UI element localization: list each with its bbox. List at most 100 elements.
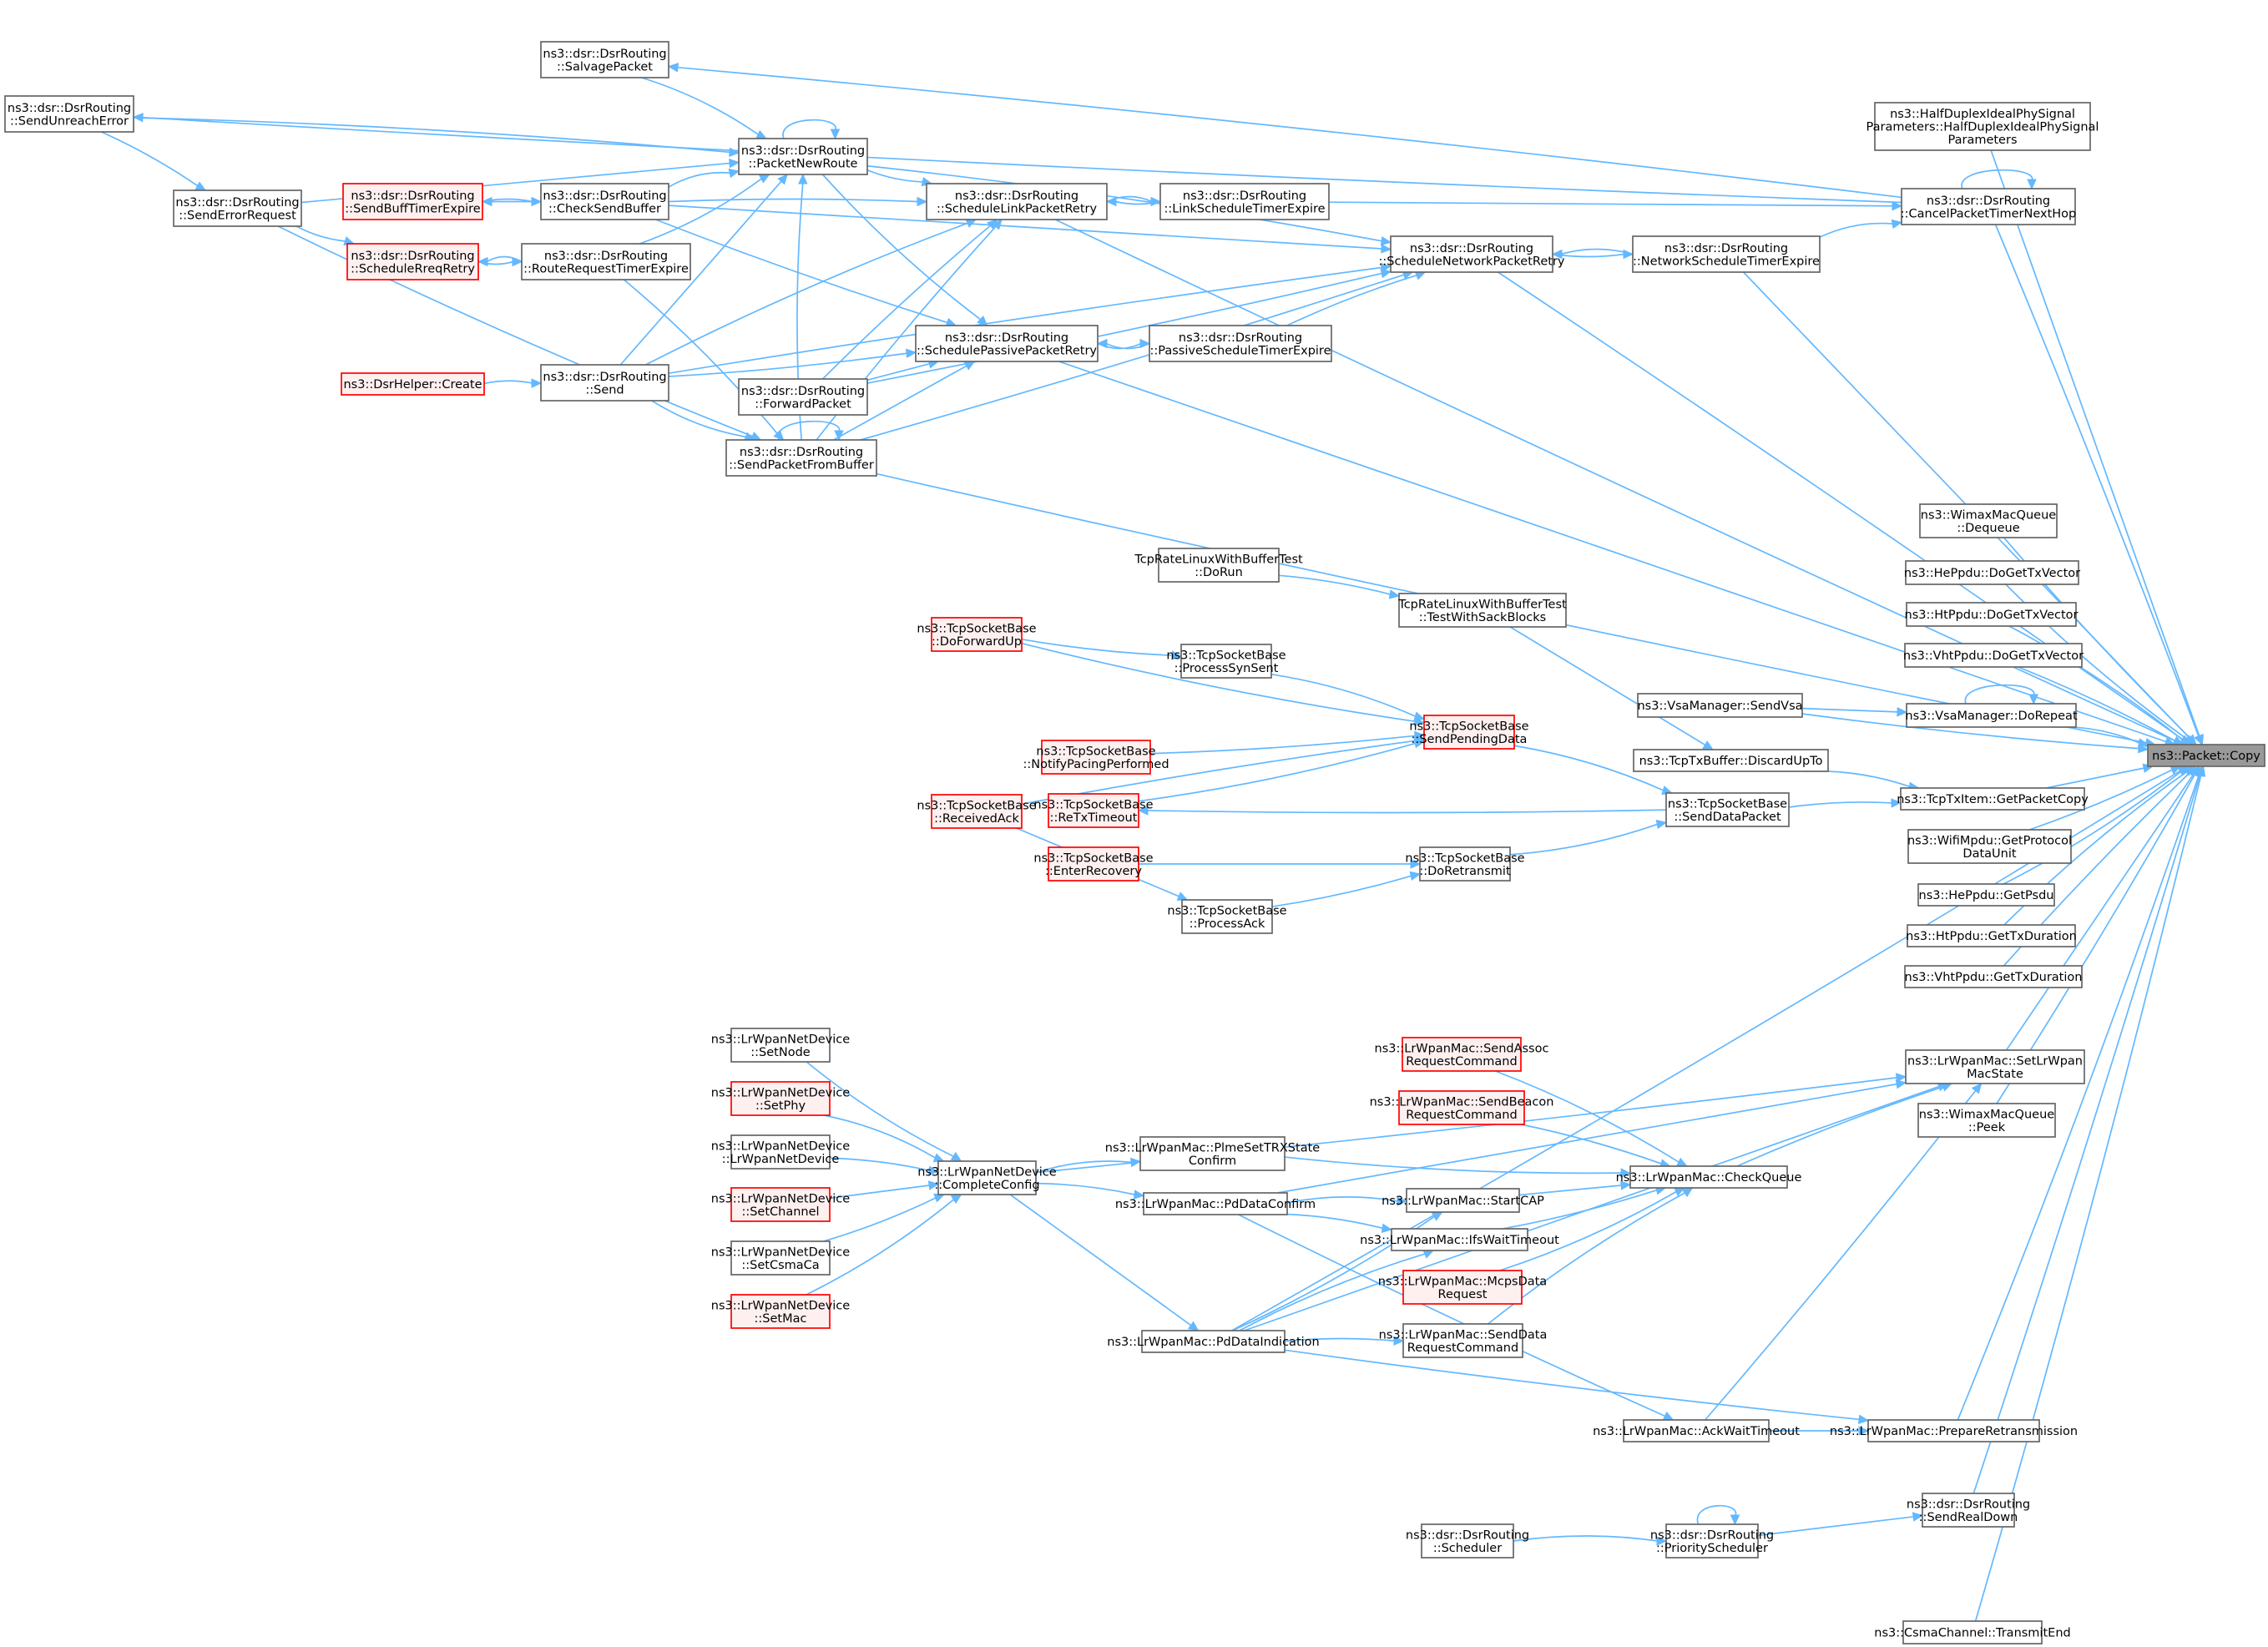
node-dsr-send-real-down[interactable]: ns3::dsr::DsrRouting::SendRealDown <box>1907 1493 2030 1528</box>
edge-vsaSendVsa-to-copy <box>1801 713 2140 750</box>
node-label: ::Peek <box>1968 1121 2006 1134</box>
node-send-unreach-error[interactable]: ns3::dsr::DsrRouting::SendUnreachError <box>4 95 134 133</box>
node-pd-data-indication[interactable]: ns3::LrWpanMac::PdDataIndication <box>1107 1330 1320 1353</box>
node-tcp-notify-pacing[interactable]: ns3::TcpSocketBase::NotifyPacingPerforme… <box>1023 740 1169 775</box>
node-label: ::ScheduleRreqRetry <box>351 262 475 275</box>
node-schedule-rreq-retry[interactable]: ns3::dsr::DsrRouting::ScheduleRreqRetry <box>346 243 479 280</box>
node-box <box>1901 188 2076 225</box>
node-packet-new-route[interactable]: ns3::dsr::DsrRouting::PacketNewRoute <box>738 138 868 175</box>
node-vht-ppdu-do-get-tx-vector[interactable]: ns3::VhtPpdu::DoGetTxVector <box>1903 643 2084 668</box>
node-wimax-peek[interactable]: ns3::WimaxMacQueue::Peek <box>1917 1103 2056 1138</box>
node-box <box>346 243 479 280</box>
node-vht-ppdu-get-tx-duration[interactable]: ns3::VhtPpdu::GetTxDuration <box>1904 965 2083 988</box>
node-label: ns3::LrWpanMac::SendAssoc <box>1375 1042 1549 1055</box>
edge-sendUnreachError-to-sendErrorRequest <box>100 131 199 187</box>
node-lr-set-node[interactable]: ns3::LrWpanNetDevice::SetNode <box>711 1028 851 1063</box>
node-tcp-do-forward-up[interactable]: ns3::TcpSocketBase::DoForwardUp <box>917 617 1037 652</box>
node-start-cap[interactable]: ns3::LrWpanMac::StartCAP <box>1382 1188 1544 1213</box>
node-tcp-process-syn-sent[interactable]: ns3::TcpSocketBase::ProcessSynSent <box>1166 644 1286 679</box>
node-tcp-re-tx-timeout[interactable]: ns3::TcpSocketBase::ReTxTimeout <box>1033 793 1154 828</box>
arrowhead-icon <box>1133 1190 1145 1200</box>
node-passive-schedule-timer-expire[interactable]: ns3::dsr::DsrRouting::PassiveScheduleTim… <box>1149 325 1332 362</box>
node-label: ::EnterRecovery <box>1045 865 1142 878</box>
node-tcp-do-retransmit[interactable]: ns3::TcpSocketBase::DoRetransmit <box>1405 846 1525 882</box>
arrowhead-icon <box>1187 1321 1200 1331</box>
node-box <box>926 183 1108 220</box>
node-route-request-timer-expire[interactable]: ns3::dsr::DsrRouting::RouteRequestTimerE… <box>521 243 691 280</box>
node-tcp-process-ack[interactable]: ns3::TcpSocketBase::ProcessAck <box>1167 899 1287 934</box>
node-tcp-received-ack[interactable]: ns3::TcpSocketBase::ReceivedAck <box>917 794 1037 829</box>
node-send-packet-from-buffer[interactable]: ns3::dsr::DsrRouting::SendPacketFromBuff… <box>725 439 877 477</box>
node-lr-set-mac[interactable]: ns3::LrWpanNetDevice::SetMac <box>711 1294 851 1329</box>
node-label: ::ProcessAck <box>1190 917 1265 931</box>
node-salvage-packet[interactable]: ns3::dsr::DsrRouting::SalvagePacket <box>540 41 669 78</box>
node-lr-set-phy[interactable]: ns3::LrWpanNetDevice::SetPhy <box>711 1081 851 1116</box>
node-ht-ppdu-do-get-tx-vector[interactable]: ns3::HtPpdu::DoGetTxVector <box>1905 602 2079 627</box>
node-schedule-passive-packet-retry[interactable]: ns3::dsr::DsrRouting::SchedulePassivePac… <box>915 325 1099 362</box>
node-he-ppdu-get-psdu[interactable]: ns3::HePpdu::GetPsdu <box>1917 883 2055 907</box>
node-label: ns3::dsr::DsrRouting <box>351 250 474 263</box>
node-check-queue[interactable]: ns3::LrWpanMac::CheckQueue <box>1616 1165 1802 1189</box>
node-lr-complete-config[interactable]: ns3::LrWpanNetDevice::CompleteConfig <box>917 1160 1057 1195</box>
edge-tcpSendPendingData-to-tcpSendDataPacket <box>1513 745 1664 791</box>
node-tcp-send-data-packet[interactable]: ns3::TcpSocketBase::SendDataPacket <box>1665 792 1790 827</box>
node-schedule-link-packet-retry[interactable]: ns3::dsr::DsrRouting::ScheduleLinkPacket… <box>926 183 1108 220</box>
node-label: ::PassiveScheduleTimerExpire <box>1149 344 1331 357</box>
node-tcp-rate-test-with-sack[interactable]: TcpRateLinuxWithBufferTest::TestWithSack… <box>1397 593 1567 628</box>
node-lr-set-channel[interactable]: ns3::LrWpanNetDevice::SetChannel <box>711 1187 851 1222</box>
edge-lrSetMac-to-lrCompleteConfig <box>806 1198 955 1296</box>
node-copy[interactable]: ns3::Packet::Copy <box>2147 744 2265 767</box>
node-send-buff-timer-expire[interactable]: ns3::dsr::DsrRouting::SendBuffTimerExpir… <box>342 183 483 220</box>
edge-pdDataIndication-to-prepareRetransmission <box>1284 1349 1861 1421</box>
node-label: ns3::LrWpanNetDevice <box>917 1165 1057 1179</box>
node-lr-net-device[interactable]: ns3::LrWpanNetDevice::LrWpanNetDevice <box>711 1134 851 1170</box>
edge-dsrScheduler-to-dsrPriorityScheduler <box>1513 1535 1659 1542</box>
node-label: ::Scheduler <box>1433 1542 1502 1555</box>
node-csma-transmit-end[interactable]: ns3::CsmaChannel::TransmitEnd <box>1874 1620 2071 1644</box>
node-label: RequestCommand <box>1406 1109 1517 1122</box>
node-check-send-buffer[interactable]: ns3::dsr::DsrRouting::CheckSendBuffer <box>540 183 669 220</box>
node-forward-packet[interactable]: ns3::dsr::DsrRouting::ForwardPacket <box>738 378 868 416</box>
node-pd-data-confirm[interactable]: ns3::LrWpanMac::PdDataConfirm <box>1115 1192 1316 1215</box>
node-dsr-helper-create[interactable]: ns3::DsrHelper::Create <box>341 372 485 396</box>
node-prepare-retransmission[interactable]: ns3::LrWpanMac::PrepareRetransmission <box>1830 1419 2078 1442</box>
edge-tcpProcessAck-to-tcpDoRetransmit <box>1271 875 1412 907</box>
node-cancel-packet-timer-next-hop[interactable]: ns3::dsr::DsrRouting::CancelPacketTimerN… <box>1901 188 2077 225</box>
node-link-schedule-timer-expire[interactable]: ns3::dsr::DsrRouting::LinkScheduleTimerE… <box>1159 183 1330 220</box>
node-dsr-scheduler[interactable]: ns3::dsr::DsrRouting::Scheduler <box>1406 1523 1529 1559</box>
node-he-ppdu-do-get-tx-vector[interactable]: ns3::HePpdu::DoGetTxVector <box>1904 560 2080 585</box>
node-half-duplex[interactable]: ns3::HalfDuplexIdealPhySignalParameters:… <box>1866 102 2099 151</box>
node-send[interactable]: ns3::dsr::DsrRouting::Send <box>540 364 669 402</box>
edge-sendPacketFromBuffer-to-sendPacketFromBuffer <box>777 420 841 441</box>
node-tcp-rate-do-run[interactable]: TcpRateLinuxWithBufferTest::DoRun <box>1134 548 1303 583</box>
node-vsa-send-vsa[interactable]: ns3::VsaManager::SendVsa <box>1637 693 1803 718</box>
node-label: ns3::LrWpanMac::SendBeacon <box>1370 1095 1554 1109</box>
node-tcp-enter-recovery[interactable]: ns3::TcpSocketBase::EnterRecovery <box>1033 846 1154 882</box>
node-lr-set-csma-ca[interactable]: ns3::LrWpanNetDevice::SetCsmaCa <box>711 1240 851 1276</box>
node-label: TcpRateLinuxWithBufferTest <box>1397 598 1567 611</box>
node-vsa-do-repeat[interactable]: ns3::VsaManager::DoRepeat <box>1905 703 2078 728</box>
node-wimax-dequeue[interactable]: ns3::WimaxMacQueue::Dequeue <box>1919 503 2058 538</box>
node-tcp-tx-item-get-packet-copy[interactable]: ns3::TcpTxItem::GetPacketCopy <box>1897 787 2089 811</box>
node-schedule-network-packet-retry[interactable]: ns3::dsr::DsrRouting::ScheduleNetworkPac… <box>1379 235 1565 273</box>
node-ifs-wait-timeout[interactable]: ns3::LrWpanMac::IfsWaitTimeout <box>1360 1228 1559 1251</box>
node-dsr-priority-scheduler[interactable]: ns3::dsr::DsrRouting::PriorityScheduler <box>1650 1523 1774 1559</box>
node-send-error-request[interactable]: ns3::dsr::DsrRouting::SendErrorRequest <box>173 189 302 227</box>
node-label: ::DoRetransmit <box>1419 865 1511 878</box>
node-tcp-send-pending-data[interactable]: ns3::TcpSocketBase::SendPendingData <box>1409 715 1529 750</box>
node-ht-ppdu-get-tx-duration[interactable]: ns3::HtPpdu::GetTxDuration <box>1906 924 2077 947</box>
node-label: MacState <box>1967 1068 2023 1081</box>
node-network-schedule-timer-expire[interactable]: ns3::dsr::DsrRouting::NetworkScheduleTim… <box>1632 235 1821 273</box>
node-box <box>1159 183 1330 220</box>
node-tcp-tx-buffer-discard[interactable]: ns3::TcpTxBuffer::DiscardUpTo <box>1633 749 1829 772</box>
edge-scheduleNetworkPacketRetry-to-copy <box>1498 271 2185 741</box>
edge-tcpSendDataPacket-to-tcpReTxTimeout <box>1146 809 1667 814</box>
node-ack-wait-timeout[interactable]: ns3::LrWpanMac::AckWaitTimeout <box>1593 1419 1800 1442</box>
